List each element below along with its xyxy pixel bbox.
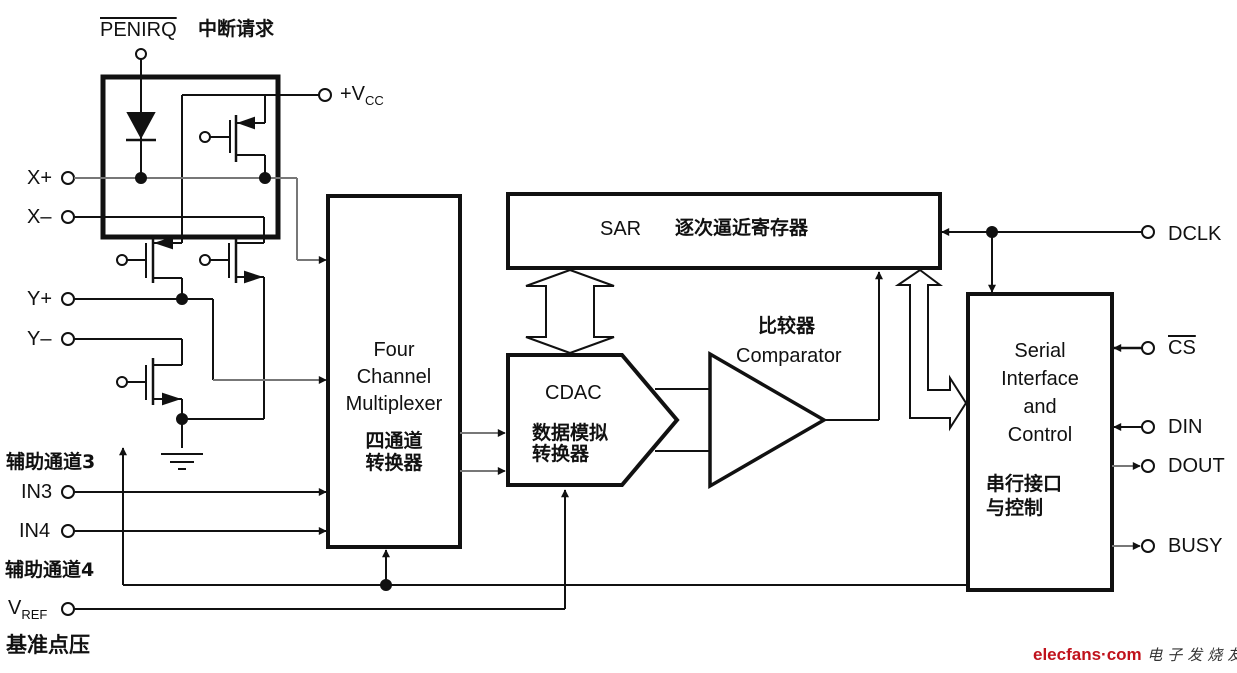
xminus-pin[interactable] — [61, 210, 75, 224]
ground-icon — [161, 453, 203, 470]
aux3-cn-label: 辅助通道3 — [6, 451, 96, 473]
vcc-label-main: +V — [340, 83, 366, 105]
watermark-site: elecfans·com — [1033, 645, 1142, 664]
din-pin[interactable] — [1141, 420, 1155, 434]
touch-switch-box — [100, 74, 281, 240]
xplus-pin[interactable] — [61, 171, 75, 185]
multiplexer-title-line1: Four — [373, 339, 415, 361]
vcc-pin[interactable] — [318, 88, 332, 102]
cs-pin[interactable] — [1141, 341, 1155, 355]
din-label: DIN — [1168, 416, 1203, 438]
sar-label: SAR — [600, 218, 642, 240]
penirq-cn-label: 中断请求 — [198, 18, 275, 40]
serial-title-line2: Interface — [1001, 368, 1079, 390]
xplus-label: X+ — [27, 167, 53, 189]
serial-interface-title: Serial Interface and Control — [968, 337, 1112, 449]
comparator-label: Comparator — [736, 345, 842, 367]
serial-cn-title: 串行接口 与控制 — [986, 472, 1062, 520]
xminus-label: X– — [27, 206, 52, 228]
vcc-label: +VCC — [340, 84, 384, 107]
in3-label: IN3 — [21, 481, 53, 503]
sar-block — [506, 192, 942, 270]
vref-label-main: V — [8, 597, 22, 619]
serial-title-line1: Serial — [1014, 340, 1066, 362]
multiplexer-title-line3: Multiplexer — [345, 393, 443, 415]
serial-title-line4: Control — [1007, 424, 1073, 446]
yminus-label: Y– — [27, 328, 52, 350]
multiplexer-block — [326, 194, 462, 549]
vref-cn-label: 基准点压 — [6, 633, 90, 657]
in4-label: IN4 — [19, 520, 51, 542]
dclk-pin[interactable] — [1141, 225, 1155, 239]
sar-cdac-bus-arrow — [525, 268, 615, 355]
gate-pin — [199, 131, 211, 143]
vref-label: VREF — [8, 598, 47, 621]
penirq-pin[interactable] — [135, 48, 147, 60]
yminus-pin[interactable] — [61, 332, 75, 346]
multiplexer-cn-line2: 转换器 — [365, 452, 423, 474]
comparator-cn-label: 比较器 — [758, 315, 816, 337]
busy-label: BUSY — [1168, 535, 1223, 557]
vref-label-sub: REF — [21, 607, 48, 622]
multiplexer-cn-line1: 四通道 — [365, 430, 423, 452]
cdac-label: CDAC — [545, 382, 602, 404]
aux4-cn-label: 辅助通道4 — [5, 559, 95, 581]
diode-icon — [126, 112, 156, 140]
busy-pin[interactable] — [1141, 539, 1155, 553]
cs-label: CS — [1168, 337, 1196, 359]
multiplexer-title-line2: Channel — [356, 366, 432, 388]
multiplexer-cn-title: 四通道 转换器 — [328, 430, 460, 474]
serial-cn-line2: 与控制 — [986, 497, 1044, 519]
yplus-pin[interactable] — [61, 292, 75, 306]
vcc-label-sub: CC — [365, 93, 384, 108]
sar-cn-label: 逐次逼近寄存器 — [675, 217, 809, 239]
in4-pin[interactable] — [61, 524, 75, 538]
cdac-cn-line2: 转换器 — [532, 443, 590, 465]
cdac-cn-title: 数据模拟 转换器 — [532, 423, 608, 465]
cdac-cn-line1: 数据模拟 — [532, 422, 609, 444]
yplus-label: Y+ — [27, 288, 53, 310]
watermark: elecfans·com 电子发烧友 — [1033, 644, 1237, 664]
serial-interface-block — [966, 292, 1114, 592]
penirq-label: PENIRQ — [100, 19, 177, 41]
in3-pin[interactable] — [61, 485, 75, 499]
serial-title-line3: and — [1023, 396, 1057, 418]
multiplexer-title: Four Channel Multiplexer — [328, 337, 460, 418]
cdac-block — [506, 353, 680, 487]
dout-label: DOUT — [1168, 455, 1225, 477]
comparator-block — [708, 350, 828, 490]
vref-pin[interactable] — [61, 602, 75, 616]
watermark-cn: 电子发烧友 — [1147, 646, 1237, 664]
dclk-label: DCLK — [1168, 223, 1222, 245]
dout-pin[interactable] — [1141, 459, 1155, 473]
serial-cn-line1: 串行接口 — [986, 473, 1063, 495]
sar-serial-bus-arrow — [894, 268, 968, 432]
